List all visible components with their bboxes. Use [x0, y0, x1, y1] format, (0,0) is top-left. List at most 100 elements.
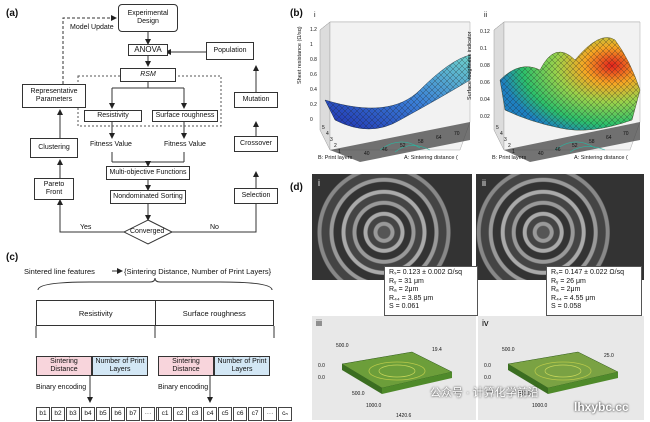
- yt2-tick-4: 1: [512, 149, 515, 155]
- xt1-tick-4: 64: [436, 135, 442, 141]
- xt1-tick-0: 40: [364, 151, 370, 157]
- zt2-tick-2: 0.08: [480, 63, 490, 69]
- yt2-tick-3: 2: [508, 143, 511, 149]
- xt2-tick-1: 46: [555, 147, 561, 153]
- panel-b-label: (b): [290, 8, 303, 19]
- sintering-distance-a: Sintering Distance: [36, 356, 92, 376]
- info-box-left: Rₛ= 0.123 ± 0.002 Ω/sq Rᵧ = 31 μm Rₐ = 2…: [384, 266, 478, 316]
- clustering-label: Clustering: [38, 144, 70, 151]
- nondominated-label: Nondominated Sorting: [113, 193, 183, 200]
- anova-box: ANOVA: [128, 44, 168, 56]
- binary-encoding-b: Binary encoding: [158, 384, 209, 391]
- objective-resistivity: Resistivity: [37, 301, 156, 325]
- sintering-distance-b: Sintering Distance: [158, 356, 214, 376]
- no-label: No: [210, 224, 219, 231]
- image-d-iv: iv 500.0 0.0 500.0 1000.0 0.0 25.0: [478, 316, 644, 420]
- anova-label: ANOVA: [134, 45, 162, 54]
- ccells-cell-8: cₙ: [278, 407, 292, 421]
- info-left-4: S = 0.061: [389, 303, 420, 310]
- yt1-tick-1: 4: [326, 131, 329, 137]
- objectives-row: Resistivity Surface roughness: [36, 300, 274, 326]
- plot-i: [319, 21, 471, 162]
- representative-label: Representative Parameters: [30, 88, 78, 103]
- axis-iv-4: 0.0: [484, 375, 491, 381]
- xt2-tick-4: 64: [606, 135, 612, 141]
- surface-roughness-label: Surface roughness: [155, 112, 215, 119]
- info-left-2: Rₐ = 2μm: [389, 286, 419, 293]
- info-right-0: Rₛ= 0.147 ± 0.022 Ω/sq: [551, 269, 624, 276]
- ccells-cell-2: c3: [188, 407, 202, 421]
- panel-a-label: (a): [6, 8, 19, 19]
- ccells-cell-3: c4: [203, 407, 217, 421]
- ccells-cell-6: c7: [248, 407, 262, 421]
- xt2-tick-2: 52: [572, 143, 578, 149]
- axis-iii-3: 1000.0: [366, 403, 382, 409]
- xt1-tick-5: 70: [454, 131, 460, 137]
- watermark-text: 公众号 · 计算化学前沿: [430, 387, 539, 399]
- bcells-cell-4: b5: [96, 407, 110, 421]
- tag-d-ii: ii: [482, 178, 486, 188]
- bcells-cell-7: ···: [141, 407, 155, 421]
- info-left-0: Rₛ= 0.123 ± 0.002 Ω/sq: [389, 269, 462, 276]
- model-update-label: Model Update: [70, 24, 114, 31]
- xt2-tick-3: 58: [589, 139, 595, 145]
- yt2-tick-1: 4: [500, 131, 503, 137]
- axis-iii-1: 0.0: [318, 363, 325, 369]
- bcells-cell-6: b7: [126, 407, 140, 421]
- info-right-2: Rₐ = 2μm: [551, 286, 581, 293]
- mutation-box: Mutation: [234, 92, 278, 108]
- tag-d-iv: iv: [482, 318, 489, 328]
- axis-iv-0: 500.0: [502, 347, 515, 353]
- crossover-label: Crossover: [240, 140, 272, 147]
- zt1-tick-5: 0.2: [310, 102, 317, 108]
- bcells-cell-3: b4: [81, 407, 95, 421]
- yt2-tick-2: 3: [504, 137, 507, 143]
- binary-encoding-a: Binary encoding: [36, 384, 87, 391]
- zt2-tick-4: 0.04: [480, 97, 490, 103]
- resistivity-box: Resistivity: [84, 110, 142, 122]
- resistivity-label: Resistivity: [97, 112, 129, 119]
- axis-iii-0: 500.0: [336, 343, 349, 349]
- population-label: Population: [213, 47, 247, 54]
- experimental-design-label: Experimental Design: [127, 10, 169, 25]
- zt2-tick-3: 0.06: [480, 80, 490, 86]
- population-box: Population: [206, 42, 254, 60]
- multi-objective-label: Multi-objective Functions: [109, 169, 187, 176]
- panel-c-label: (c): [6, 252, 19, 263]
- rsm-box: RSM: [120, 68, 176, 82]
- ccells-cell-7: ···: [263, 407, 277, 421]
- tag-d-i: i: [318, 178, 320, 188]
- yt2-tick-0: 5: [496, 125, 499, 131]
- axis-iii-2: 500.0: [352, 391, 365, 397]
- info-left-1: Rᵧ = 31 μm: [389, 277, 424, 285]
- tag-d-iii: iii: [316, 318, 322, 328]
- axis-iii-5: 19.4: [432, 347, 442, 353]
- zt1-tick-6: 0: [310, 117, 313, 123]
- info-right-4: S = 0.058: [551, 303, 582, 310]
- image-d-iii: iii 500.0 0.0 500.0 1000.0 0.0 19.4 1420…: [312, 316, 476, 420]
- zt2-tick-5: 0.02: [480, 114, 490, 120]
- zt1-tick-4: 0.4: [310, 87, 317, 93]
- zt2-tick-1: 0.1: [480, 46, 487, 52]
- ccells-cell-4: c5: [218, 407, 232, 421]
- panel-b-sub-ii: ii: [484, 12, 488, 19]
- feature-mapping: {Sintering Distance, Number of Print Lay…: [124, 267, 272, 276]
- axis-iv-5: 25.0: [604, 353, 614, 359]
- multi-objective-box: Multi-objective Functions: [106, 166, 190, 180]
- objective-surface-roughness: Surface roughness: [182, 308, 246, 318]
- zt1-tick-0: 1.2: [310, 27, 317, 33]
- info-left-3: R₄₄ = 3.85 μm: [389, 294, 434, 302]
- nondominated-box: Nondominated Sorting: [110, 190, 186, 204]
- rsm-label: RSM: [140, 71, 156, 78]
- xlabel-ii: A: Sintering distance (: [574, 155, 628, 161]
- print-layers-a: Number of Print Layers: [92, 356, 148, 376]
- fitness-value-2: Fitness Value: [164, 141, 206, 148]
- selection-label: Selection: [241, 192, 271, 199]
- yt1-tick-4: 1: [338, 149, 341, 155]
- surface-roughness-box: Surface roughness: [152, 110, 218, 122]
- axis-iii-6: 1420.6: [396, 413, 412, 419]
- ylabel-i: B: Print layers: [318, 155, 353, 161]
